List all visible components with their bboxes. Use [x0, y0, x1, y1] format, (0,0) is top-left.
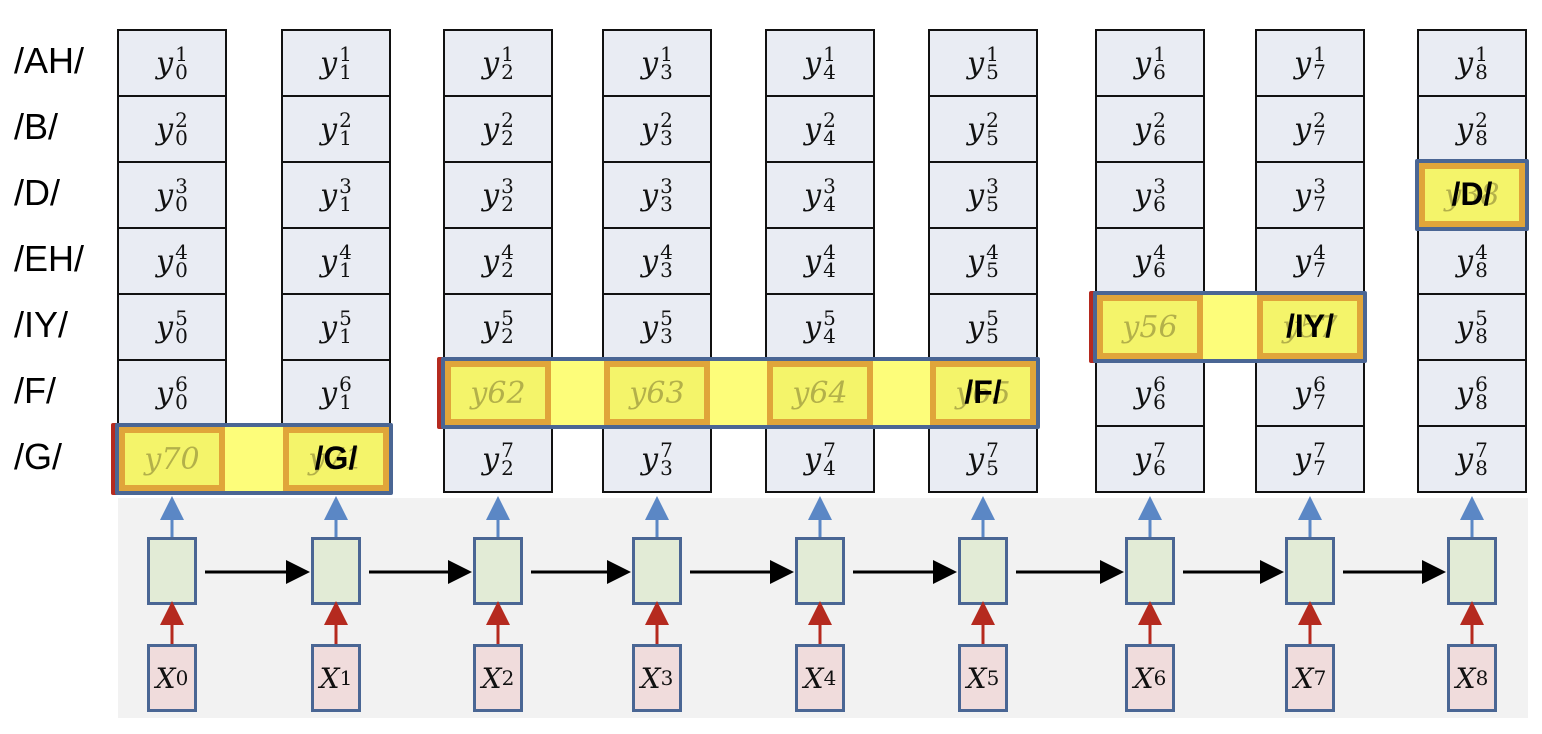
rnn-cell	[1125, 537, 1175, 605]
row-label: /EH/	[14, 238, 85, 279]
rnn-cell	[473, 537, 523, 605]
row-label: /IY/	[14, 304, 69, 345]
row-label: /G/	[14, 436, 63, 477]
rnn-cell	[147, 537, 197, 605]
rnn-cell	[632, 537, 682, 605]
rnn-cell	[958, 537, 1008, 605]
row-label: /F/	[14, 370, 56, 411]
row-label: /AH/	[14, 40, 85, 81]
rnn-cell	[1447, 537, 1497, 605]
rnn-cell	[311, 537, 361, 605]
row-label: /D/	[14, 172, 61, 213]
row-label: /B/	[14, 106, 59, 147]
rnn-cell	[795, 537, 845, 605]
rnn-cell	[1285, 537, 1335, 605]
